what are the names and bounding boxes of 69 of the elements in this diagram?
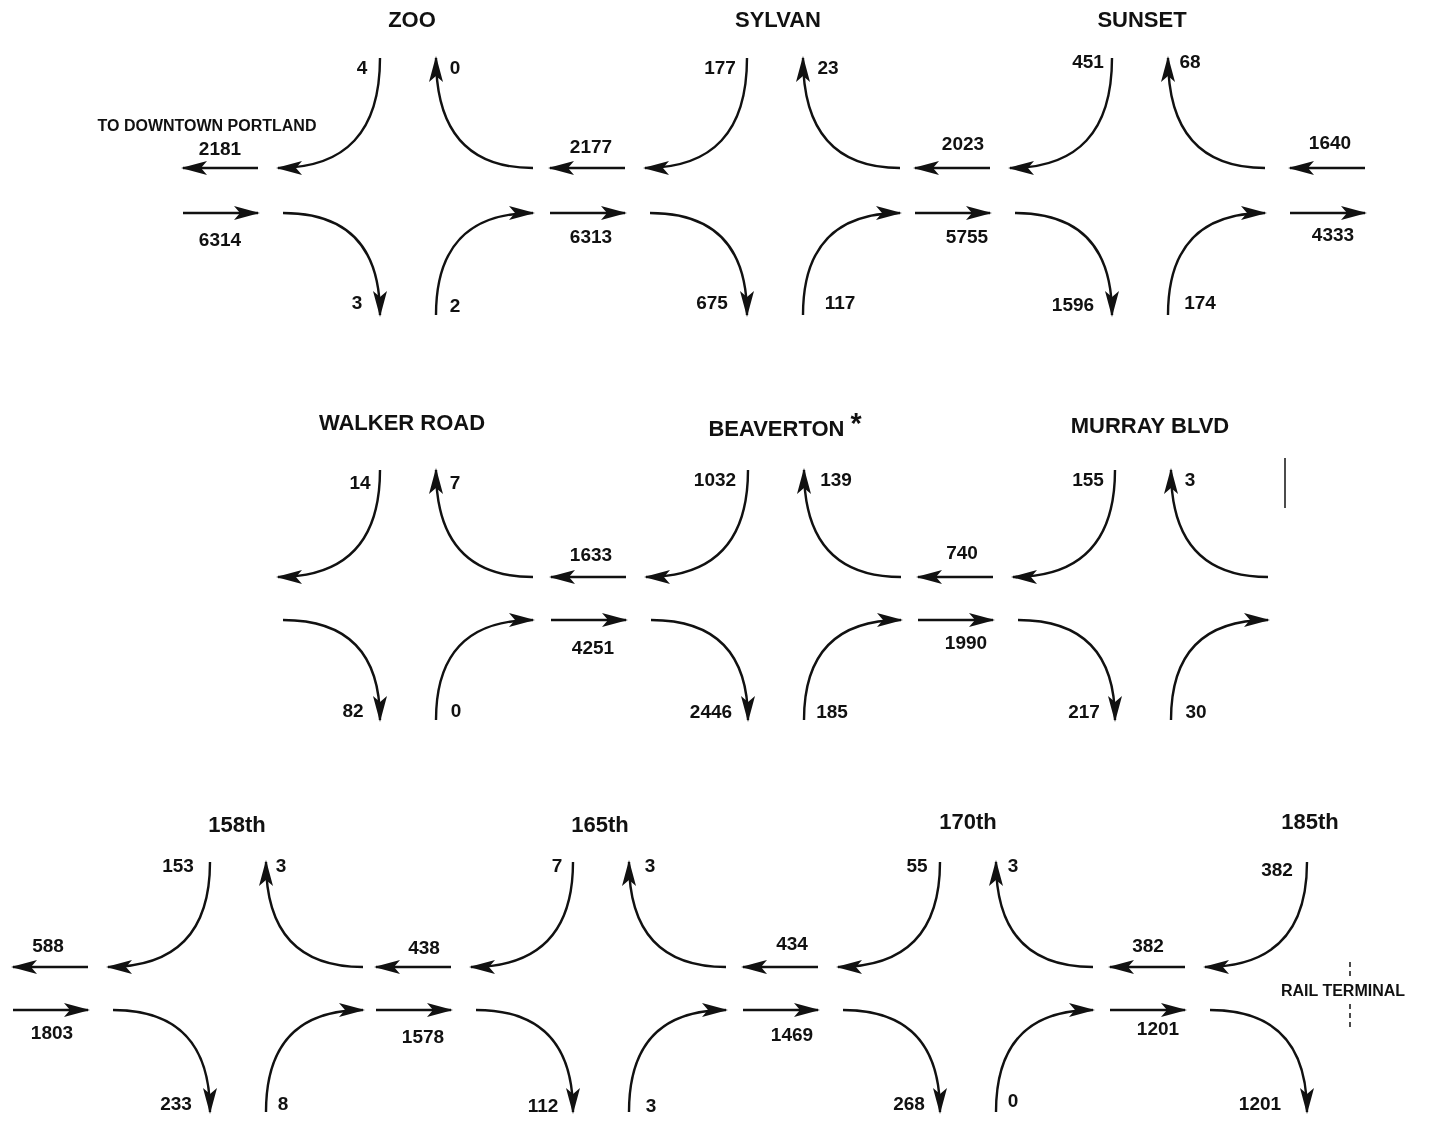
location-note: RAIL TERMINAL bbox=[1280, 982, 1406, 1000]
flow-count: 2023 bbox=[941, 133, 985, 155]
flow-count: 3 bbox=[644, 855, 656, 877]
flow-count: 82 bbox=[342, 700, 364, 722]
flow-count: 2177 bbox=[569, 136, 613, 158]
flow-count: 7 bbox=[449, 472, 461, 494]
flow-count: 23 bbox=[817, 57, 839, 79]
flow-count: 1803 bbox=[30, 1022, 74, 1044]
flow-count: 3 bbox=[1007, 855, 1019, 877]
flow-count: 740 bbox=[946, 542, 978, 564]
flow-count: 3 bbox=[645, 1095, 657, 1117]
flow-count: 1032 bbox=[693, 469, 737, 491]
station-name: 170th bbox=[939, 809, 997, 835]
flow-count: 112 bbox=[527, 1095, 559, 1117]
flow-count: 434 bbox=[776, 933, 808, 955]
flow-count: 1596 bbox=[1051, 294, 1095, 316]
flow-count: 675 bbox=[696, 292, 728, 314]
flow-count: 1640 bbox=[1308, 132, 1352, 154]
flow-count: 382 bbox=[1132, 935, 1164, 957]
flow-count: 5755 bbox=[945, 226, 989, 248]
flow-count: 4333 bbox=[1311, 224, 1355, 246]
flow-count: 588 bbox=[32, 935, 64, 957]
station-name: 165th bbox=[571, 812, 629, 838]
station-name: SUNSET bbox=[1097, 7, 1187, 33]
flow-count: 3 bbox=[1184, 469, 1196, 491]
flow-count: 153 bbox=[162, 855, 194, 877]
flow-count: 55 bbox=[906, 855, 928, 877]
station-name: 185th bbox=[1281, 809, 1339, 835]
flow-count: 1201 bbox=[1238, 1093, 1282, 1115]
flow-count: 2446 bbox=[689, 701, 733, 723]
flow-count: 14 bbox=[349, 472, 371, 494]
flow-count: 1469 bbox=[770, 1024, 814, 1046]
station-name: ZOO bbox=[388, 7, 436, 33]
flow-count: 185 bbox=[816, 701, 848, 723]
flow-count: 382 bbox=[1261, 859, 1293, 881]
station-name: 158th bbox=[208, 812, 266, 838]
flow-count: 6313 bbox=[569, 226, 613, 248]
station-name: WALKER ROAD bbox=[318, 410, 486, 436]
flow-count: 217 bbox=[1068, 701, 1100, 723]
flow-count: 155 bbox=[1072, 469, 1104, 491]
flow-count: 68 bbox=[1179, 51, 1201, 73]
flow-count: 177 bbox=[704, 57, 736, 79]
flow-count: 0 bbox=[1007, 1090, 1019, 1112]
flow-count: 174 bbox=[1184, 292, 1216, 314]
flow-count: 7 bbox=[551, 855, 563, 877]
flow-count: 0 bbox=[449, 57, 461, 79]
flow-count: 438 bbox=[408, 937, 440, 959]
flow-count: 1201 bbox=[1136, 1018, 1180, 1040]
flow-count: 6314 bbox=[198, 229, 242, 251]
flow-count: 3 bbox=[351, 292, 363, 314]
flow-count: 8 bbox=[277, 1093, 289, 1115]
flow-count: 30 bbox=[1185, 701, 1207, 723]
flow-count: 233 bbox=[160, 1093, 192, 1115]
flow-count: 4251 bbox=[571, 637, 615, 659]
flow-count: 0 bbox=[450, 700, 462, 722]
flow-count: 1633 bbox=[569, 544, 613, 566]
flow-count: 1578 bbox=[401, 1026, 445, 1048]
flow-count: 3 bbox=[275, 855, 287, 877]
flow-count: 117 bbox=[824, 292, 856, 314]
flow-count: 139 bbox=[820, 469, 852, 491]
flow-count: 2 bbox=[449, 295, 461, 317]
flow-count: 2181 bbox=[198, 138, 242, 160]
station-name: MURRAY BLVD bbox=[1070, 413, 1230, 439]
flow-count: 4 bbox=[356, 57, 368, 79]
location-note: TO DOWNTOWN PORTLAND bbox=[97, 117, 317, 135]
flow-count: 268 bbox=[893, 1093, 925, 1115]
flow-count: 1990 bbox=[944, 632, 988, 654]
station-name: SYLVAN bbox=[735, 7, 821, 33]
flow-count: 451 bbox=[1072, 51, 1104, 73]
